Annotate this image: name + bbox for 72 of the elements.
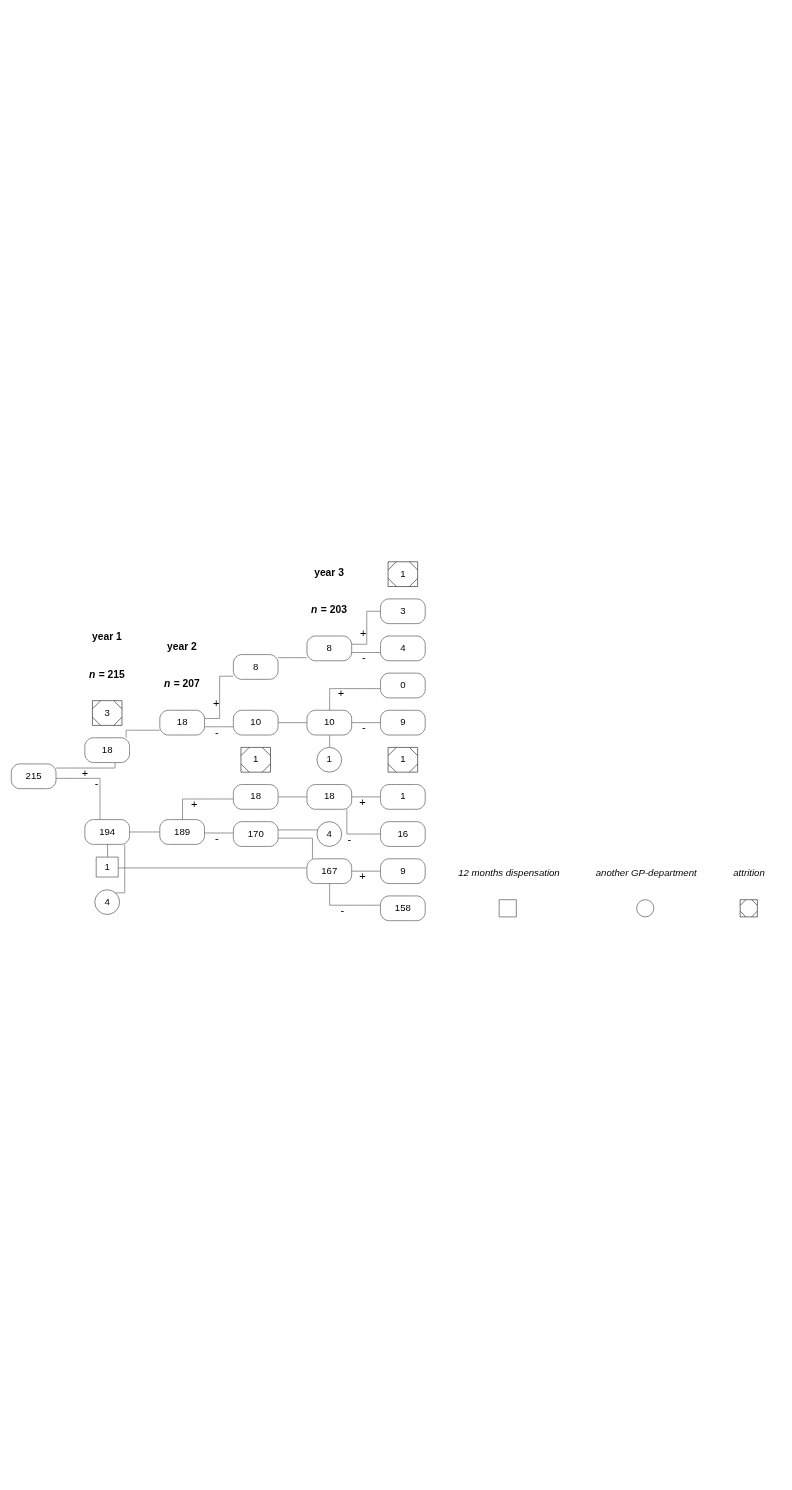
- node-box: 18: [84, 737, 130, 763]
- connector: [125, 729, 161, 738]
- edge-label: -: [340, 904, 345, 917]
- node-circle: 4: [94, 889, 120, 915]
- connector: [55, 762, 116, 769]
- legend-label: attrition: [733, 867, 765, 879]
- label: year 1: [92, 631, 122, 643]
- node-box: 10: [306, 709, 352, 736]
- node-box: 8: [233, 654, 279, 680]
- node-box: 18: [159, 709, 205, 736]
- edge-label: +: [81, 766, 89, 779]
- connector: [277, 837, 313, 860]
- connector: [329, 734, 330, 748]
- edge-label: +: [212, 696, 220, 709]
- connector: [329, 688, 381, 711]
- legend-label: another GP-department: [595, 867, 697, 879]
- connector: [351, 610, 381, 645]
- connector: [115, 844, 126, 894]
- connector: [129, 831, 161, 833]
- edge-label: -: [214, 725, 219, 738]
- connector: [182, 798, 234, 820]
- node-box: 10: [233, 709, 279, 736]
- connector: [107, 844, 108, 858]
- connector: [351, 796, 381, 798]
- node-circle: 1: [316, 747, 343, 773]
- label: year 2: [167, 641, 197, 653]
- connector: [351, 652, 381, 653]
- edge-label: +: [360, 627, 367, 640]
- edge-label: +: [337, 687, 345, 700]
- node-box: 1: [95, 856, 119, 878]
- connector: [204, 832, 234, 834]
- node-box: 16: [380, 821, 426, 847]
- connector: [55, 778, 101, 820]
- edge-label: -: [94, 777, 99, 790]
- label: n = 207: [163, 678, 200, 690]
- node-box: 167: [306, 858, 352, 884]
- connector: [329, 883, 381, 906]
- connector: [277, 657, 308, 658]
- edge-label: -: [362, 721, 366, 734]
- connector: [351, 870, 381, 872]
- node-box: 18: [306, 784, 352, 810]
- connector: [277, 829, 318, 831]
- edge-label: -: [347, 832, 352, 845]
- node-box: 189: [159, 819, 205, 845]
- node-box: 215: [10, 763, 57, 789]
- connector: [351, 722, 381, 723]
- label: n = 203: [311, 603, 347, 615]
- node-box: 3: [380, 598, 426, 624]
- connector: [277, 722, 308, 723]
- node-circle: 4: [316, 821, 343, 847]
- node-box: 1: [380, 784, 426, 810]
- label: year 3: [314, 566, 344, 578]
- edge-label: +: [191, 797, 198, 810]
- node-box: 0: [380, 672, 426, 699]
- edge-label: +: [359, 869, 366, 882]
- edge-label: -: [214, 831, 219, 844]
- edge-label: -: [362, 651, 366, 664]
- node-box: 4: [380, 635, 426, 662]
- node-box: 194: [84, 819, 130, 845]
- node-box: 9: [380, 858, 426, 884]
- node-box: 170: [233, 821, 279, 847]
- connector: [204, 726, 234, 728]
- label: n = 215: [88, 668, 125, 680]
- node-box: 158: [380, 895, 426, 922]
- node-box: 8: [306, 635, 352, 662]
- edge-label: +: [359, 795, 366, 808]
- connector: [346, 809, 381, 835]
- connector: [277, 796, 308, 798]
- node-box: 18: [233, 784, 279, 810]
- legend-label: 12 months dispensation: [458, 867, 560, 879]
- node-box: 9: [380, 709, 426, 736]
- connector: [117, 867, 308, 869]
